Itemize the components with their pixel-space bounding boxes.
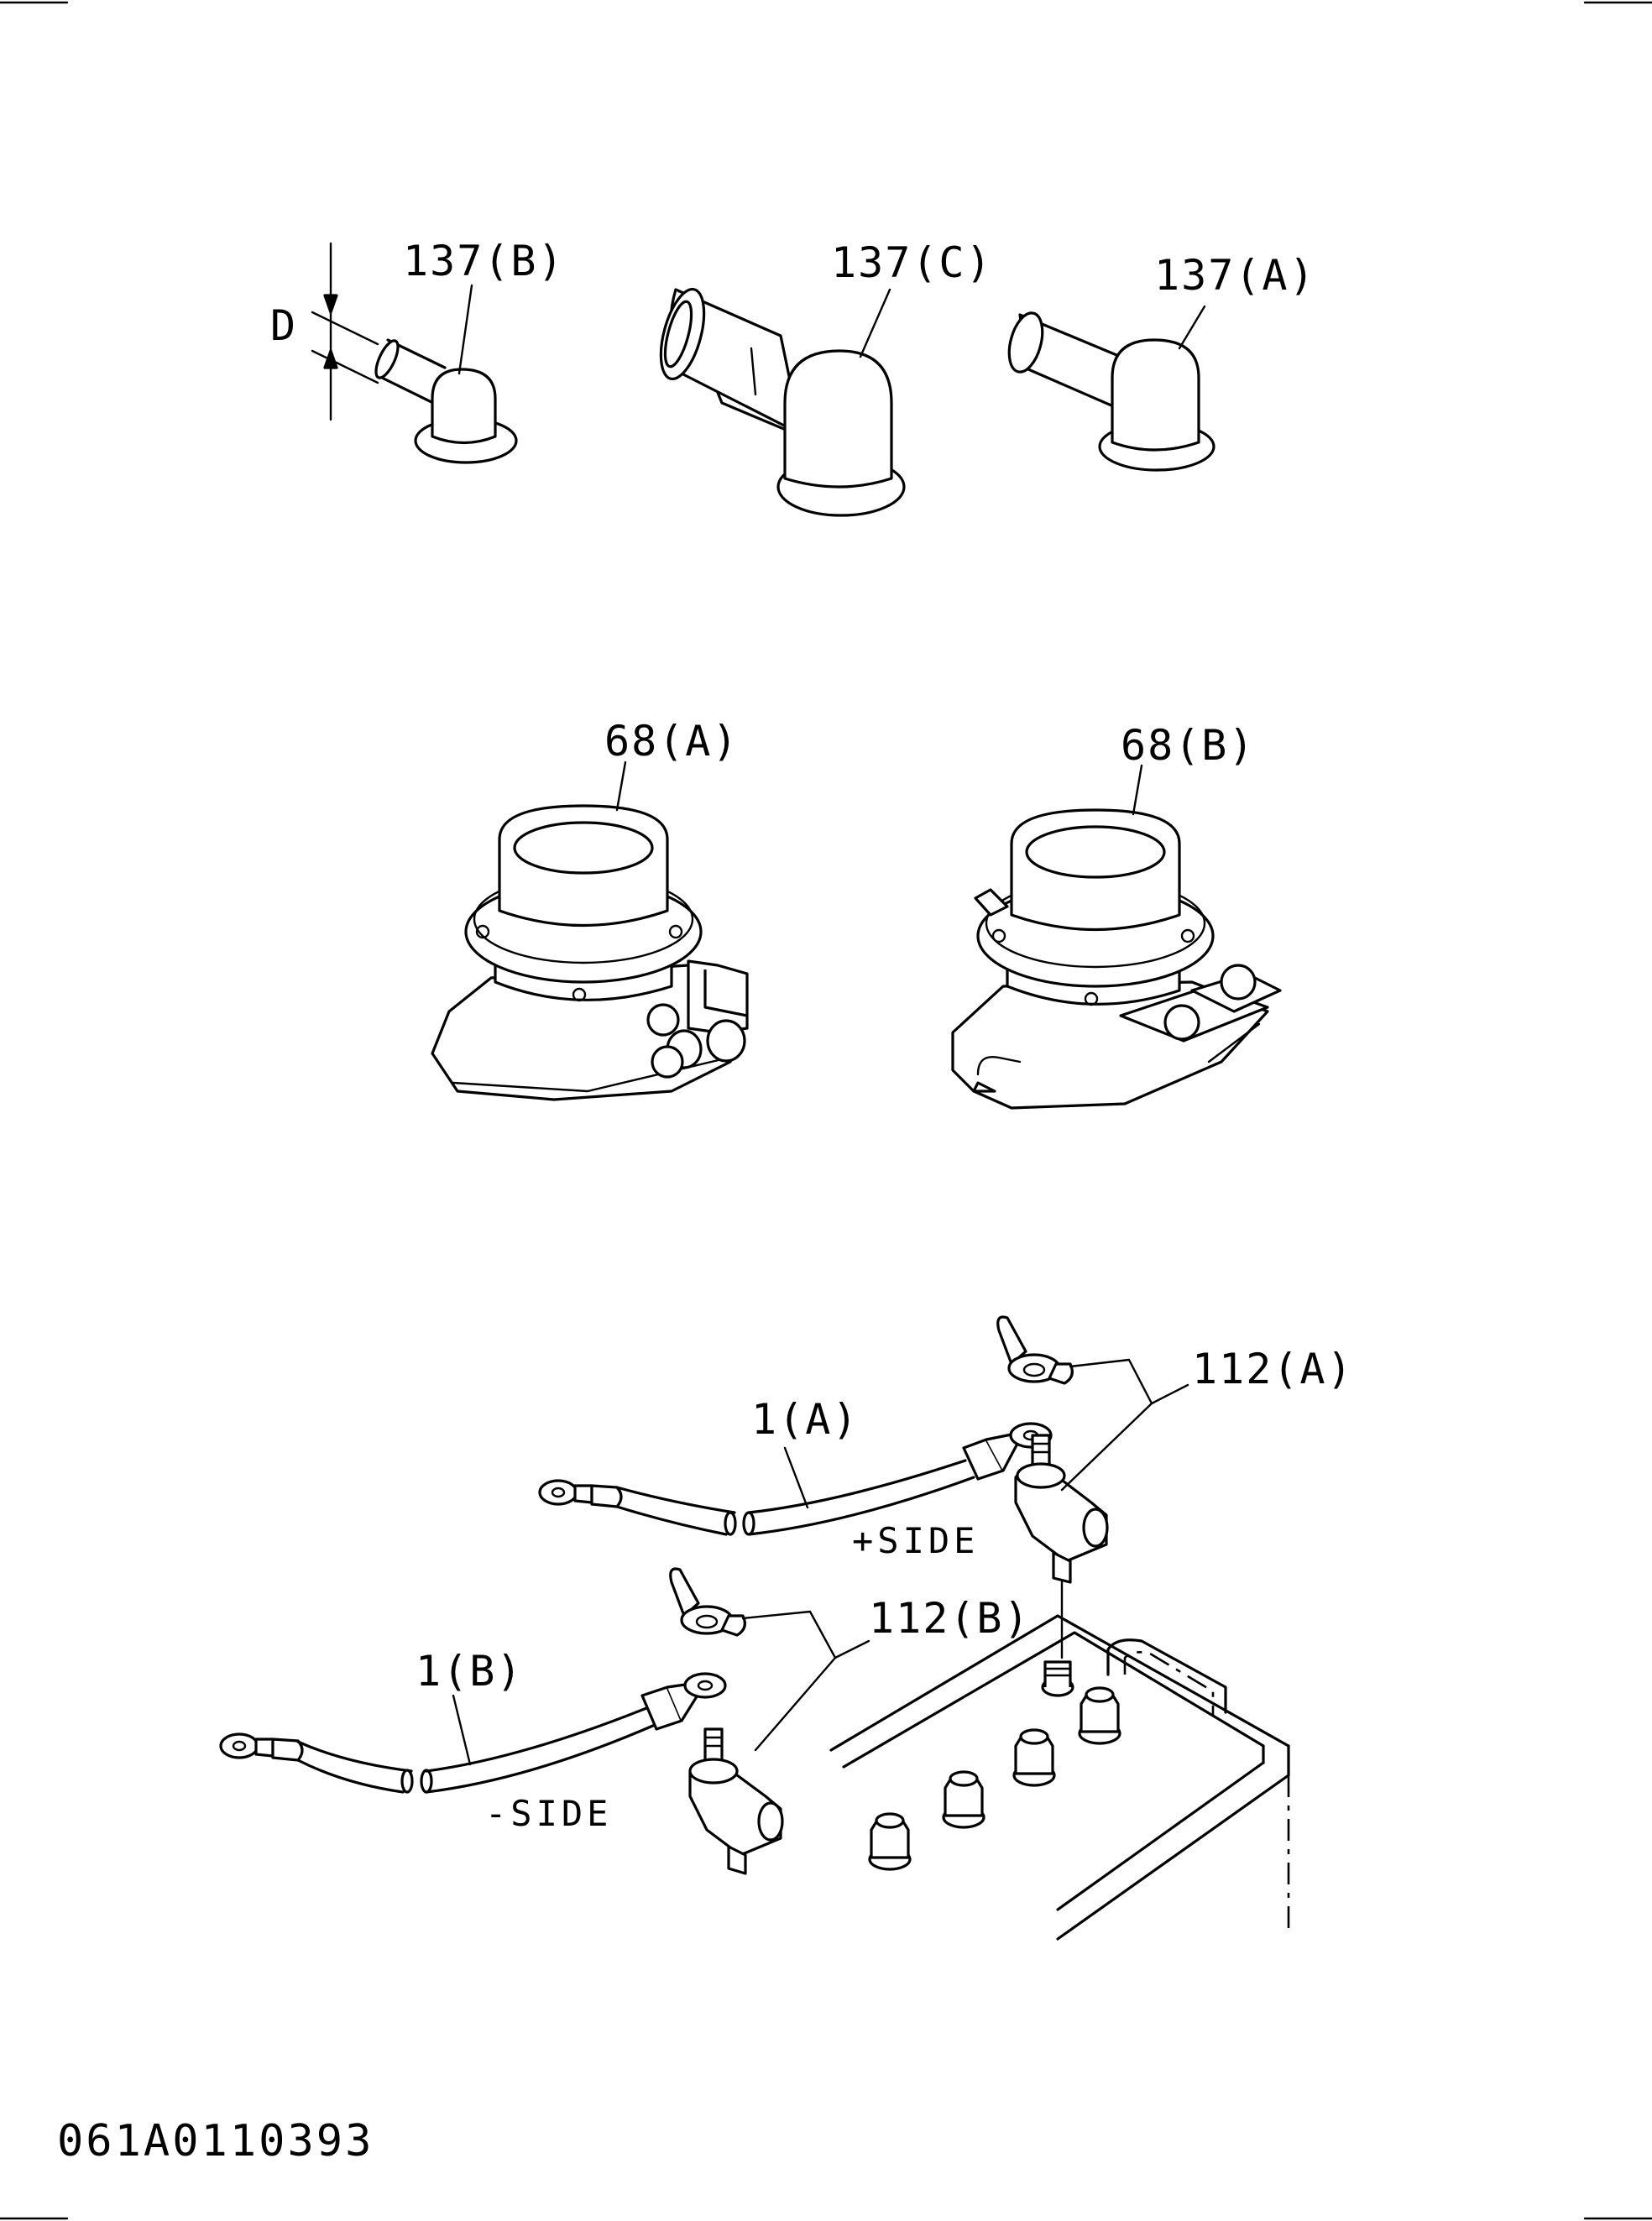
terminal-cap-137c-drawing xyxy=(659,287,906,517)
battery-cell-caps xyxy=(868,1686,1121,1871)
leader-1b xyxy=(452,1694,472,1766)
battery-cable-1a-drawing xyxy=(538,1422,1053,1536)
label-112a: 112(A) xyxy=(1192,1345,1354,1393)
battery-drawing xyxy=(829,1614,1290,1941)
terminal-cap-137a-drawing xyxy=(1007,311,1215,472)
battery-cable-1b-drawing xyxy=(219,1672,727,1794)
terminal-cap-137b-drawing xyxy=(311,242,518,464)
terminal-clamp-112a-drawing xyxy=(996,1315,1109,1659)
label-dimension-d: D xyxy=(270,301,297,350)
leader-112a-main xyxy=(1150,1383,1189,1405)
label-plus-side: +SIDE xyxy=(852,1520,979,1561)
battery-relay-68a-drawing xyxy=(431,804,749,1101)
leader-112b-main xyxy=(834,1639,870,1659)
battery-relay-68b-drawing xyxy=(951,808,1282,1110)
drawing-number: 061A0110393 xyxy=(57,2116,374,2166)
label-68b: 68(B) xyxy=(1121,721,1256,770)
label-68a: 68(A) xyxy=(604,717,740,766)
leader-112b xyxy=(741,1610,837,1752)
label-112b: 112(B) xyxy=(869,1594,1031,1643)
label-137a: 137(A) xyxy=(1154,251,1316,300)
leader-68a xyxy=(615,760,627,812)
label-137c: 137(C) xyxy=(831,238,993,287)
leader-68b xyxy=(1132,764,1143,816)
label-1a: 1(A) xyxy=(751,1395,859,1444)
leader-137c xyxy=(859,288,891,358)
label-1b: 1(B) xyxy=(416,1647,523,1696)
leader-112a xyxy=(1060,1358,1153,1492)
terminal-clamp-112b-drawing xyxy=(669,1567,784,1875)
leader-137a xyxy=(1178,305,1206,350)
leader-1a xyxy=(783,1446,809,1509)
label-minus-side: -SIDE xyxy=(485,1793,612,1834)
label-137b: 137(B) xyxy=(403,237,565,285)
leader-137b xyxy=(457,284,473,375)
